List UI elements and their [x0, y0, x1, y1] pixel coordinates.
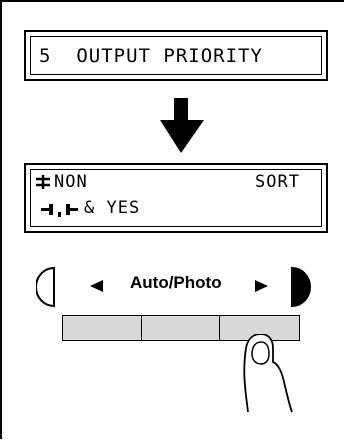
right-half-circle-icon[interactable] [290, 266, 312, 308]
lcd-line-1: 5 OUTPUT PRIORITY [39, 47, 263, 66]
left-triangle-icon [90, 279, 104, 293]
lcd-option-yes: & YES [84, 200, 140, 217]
left-half-circle-icon[interactable] [36, 266, 58, 308]
right-triangle-icon [254, 279, 268, 293]
selection-key-middle[interactable] [141, 315, 221, 341]
lcd-option-non: NON [54, 174, 88, 191]
lcd-option-sort: SORT [255, 174, 300, 191]
auto-photo-label: Auto/Photo [130, 273, 222, 293]
down-arrow-icon [160, 98, 204, 154]
selection-key-left[interactable] [62, 315, 142, 341]
lcd-screen-output-priority: 5 OUTPUT PRIORITY [24, 30, 328, 81]
pressing-finger-icon [240, 334, 300, 414]
selection-marker-icon [35, 174, 51, 190]
lcd-screen-sort-options: NON SORT & YES [24, 163, 328, 233]
